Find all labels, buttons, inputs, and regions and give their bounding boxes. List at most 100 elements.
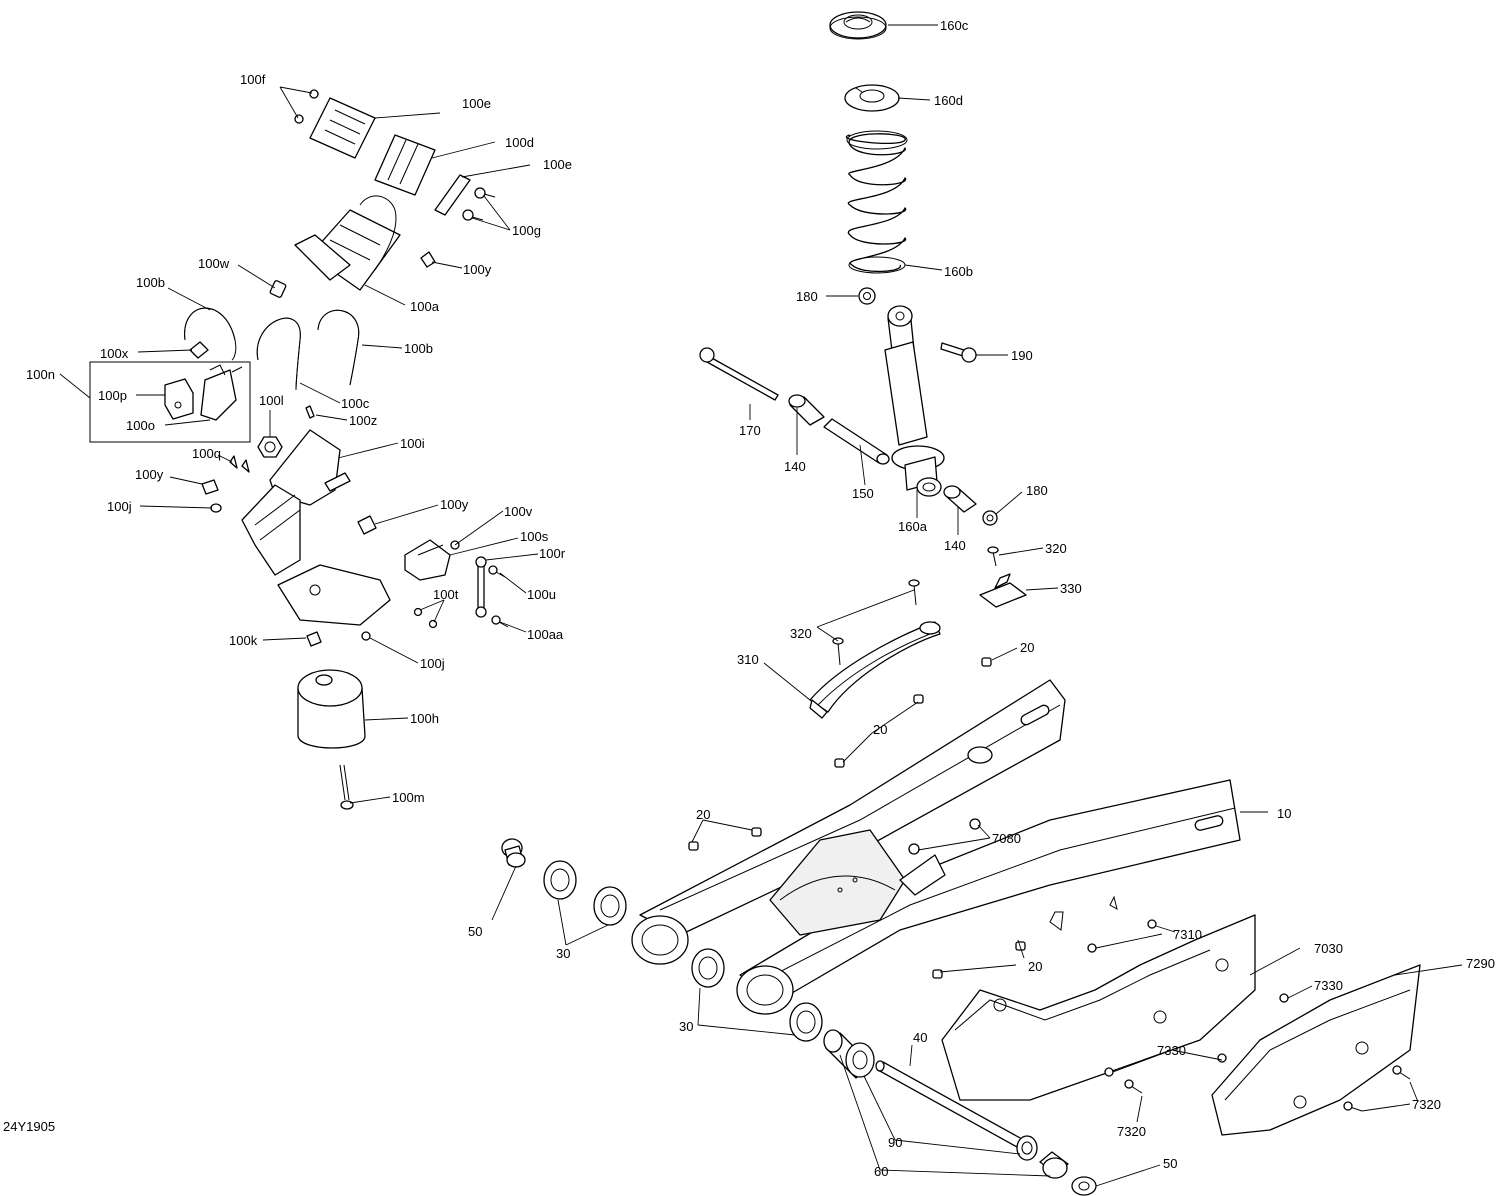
nut-180-top <box>858 287 876 305</box>
callout-320-left: 320 <box>790 626 812 641</box>
callout-100i: 100i <box>400 436 425 451</box>
callout-7320-left: 7320 <box>1117 1124 1146 1139</box>
callout-7080: 7080 <box>992 831 1021 846</box>
chain-guide-7030 <box>941 914 1256 1101</box>
bearing-30-d <box>789 1002 823 1042</box>
leader-lines <box>59 24 1463 1187</box>
callout-20-b: 20 <box>873 722 887 737</box>
callout-150: 150 <box>852 486 874 501</box>
link-100r <box>475 556 487 618</box>
spacer-60-right <box>1039 1151 1069 1179</box>
clip-100y-left <box>201 479 219 495</box>
nut-100l <box>257 436 283 458</box>
callout-7310: 7310 <box>1173 927 1202 942</box>
spring-seat-160d <box>844 84 900 112</box>
callout-140-right: 140 <box>944 538 966 553</box>
callout-160d: 160d <box>934 93 963 108</box>
callout-100d: 100d <box>505 135 534 150</box>
callout-100z: 100z <box>349 413 377 428</box>
callout-100q: 100q <box>192 446 221 461</box>
screw-320-left <box>832 637 844 666</box>
clip-100y-middle <box>357 515 377 535</box>
callout-10: 10 <box>1277 806 1291 821</box>
screws-100t <box>413 607 438 629</box>
callout-100b-left: 100b <box>136 275 165 290</box>
callout-20-d: 20 <box>1028 959 1042 974</box>
connector-100w <box>269 280 287 298</box>
callout-7290: 7290 <box>1466 956 1495 971</box>
callout-180-top: 180 <box>796 289 818 304</box>
callout-7330-right: 7330 <box>1314 978 1343 993</box>
pad-100d <box>374 134 436 196</box>
callout-100p: 100p <box>98 388 127 403</box>
callout-100y-left: 100y <box>135 467 164 482</box>
screw-100j-bottom <box>361 631 371 641</box>
sleeve-150 <box>823 418 890 465</box>
inset-box-100n <box>89 361 251 443</box>
hose-100b-right <box>317 309 360 386</box>
screw-320-right <box>987 546 999 567</box>
screw-320-top <box>908 579 920 606</box>
bolt-190 <box>940 342 977 363</box>
callout-100n: 100n <box>26 367 55 382</box>
callout-100l: 100l <box>259 393 284 408</box>
callout-100f: 100f <box>240 72 266 87</box>
seal-90 <box>845 1042 875 1078</box>
callout-100w: 100w <box>198 256 230 271</box>
fitting-100x <box>189 341 209 359</box>
nut-50-right <box>1071 1176 1097 1196</box>
callout-160c: 160c <box>940 18 969 33</box>
screws-7320 <box>1124 1065 1411 1112</box>
swingarm-10 <box>631 679 1241 1015</box>
callout-7030: 7030 <box>1314 941 1343 956</box>
callout-20-a: 20 <box>1020 640 1034 655</box>
cover-7290 <box>1211 964 1421 1136</box>
callout-100t: 100t <box>433 587 459 602</box>
callout-90: 90 <box>888 1135 902 1150</box>
bushing-140-right <box>943 485 977 513</box>
bracket-100i <box>241 429 391 626</box>
callout-50-left: 50 <box>468 924 482 939</box>
nut-180-bottom <box>982 510 998 526</box>
motor-100a <box>294 195 401 291</box>
nuts-100f <box>294 89 319 124</box>
callout-100e-bottom: 100e <box>543 157 572 172</box>
callout-7330-left: 7330 <box>1157 1043 1186 1058</box>
plugs-20 <box>688 657 1026 979</box>
bearing-30-c <box>691 948 725 988</box>
bracket-100e-bottom <box>434 174 471 216</box>
bolt-50-left <box>501 838 526 868</box>
callout-100r: 100r <box>539 546 566 561</box>
bushing-140-left <box>788 394 825 426</box>
bolts-7080 <box>908 818 981 855</box>
callout-100b-right: 100b <box>404 341 433 356</box>
seal-90-right <box>1016 1135 1038 1161</box>
sensor-100y-top <box>420 251 436 268</box>
callout-100j-top: 100j <box>107 499 132 514</box>
callout-60: 60 <box>874 1164 888 1179</box>
callout-160b: 160b <box>944 264 973 279</box>
callout-20-c: 20 <box>696 807 710 822</box>
callout-40: 40 <box>913 1030 927 1045</box>
fitting-100k <box>306 631 322 647</box>
screw-100aa <box>491 615 509 628</box>
coil-spring-160b <box>846 130 908 274</box>
hose-100b-left <box>184 307 237 361</box>
callout-100c: 100c <box>341 396 370 411</box>
callout-140-left: 140 <box>784 459 806 474</box>
screws-100g <box>462 187 496 221</box>
callout-100k: 100k <box>229 633 258 648</box>
bearing-30-b <box>593 886 627 926</box>
callout-100y-top: 100y <box>463 262 492 277</box>
callout-30-top: 30 <box>556 946 570 961</box>
bearing-30-a <box>543 860 577 900</box>
callout-100u: 100u <box>527 587 556 602</box>
callout-190: 190 <box>1011 348 1033 363</box>
callout-100s: 100s <box>520 529 549 544</box>
callout-100aa: 100aa <box>527 627 564 642</box>
valve-100v <box>404 539 451 581</box>
clips-100q <box>229 455 250 473</box>
callout-50-right: 50 <box>1163 1156 1177 1171</box>
slider-310 <box>809 621 941 719</box>
